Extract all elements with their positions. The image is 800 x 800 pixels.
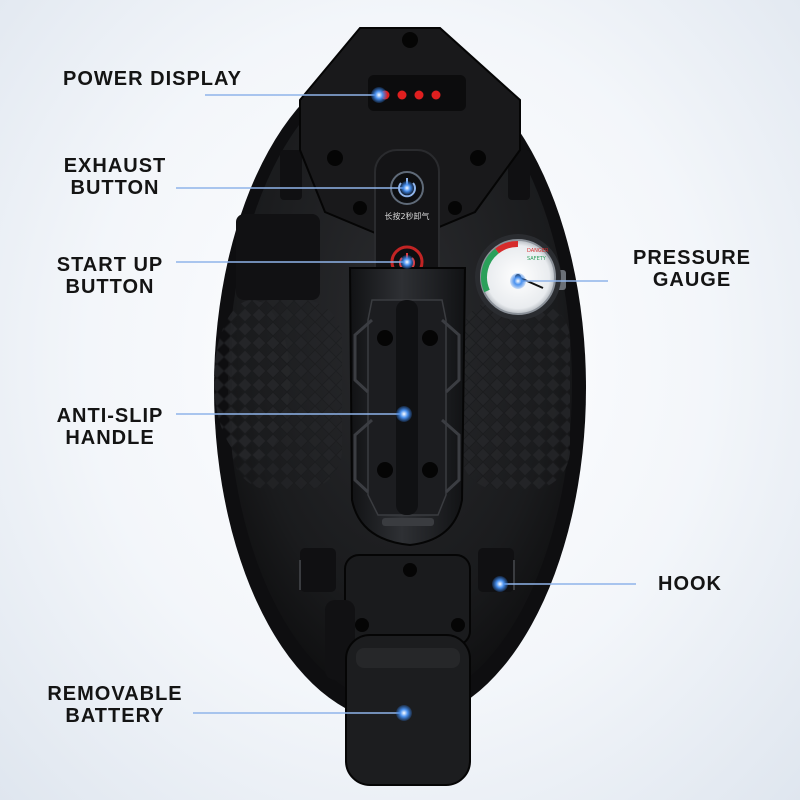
gauge-red-arc	[495, 241, 519, 254]
gauge-green-arc	[481, 248, 499, 293]
exhaust-button-label-line2: BUTTON	[70, 177, 160, 199]
button-caption: 长按2秒卸气	[384, 211, 429, 221]
anti-slip-handle-label-line1: ANTI-SLIP	[56, 405, 164, 427]
hook-label: HOOK	[640, 573, 740, 595]
exhaust-button-label: EXHAUST BUTTON	[40, 155, 190, 199]
pressure-gauge-label: PRESSURE GAUGE	[612, 247, 772, 291]
removable-battery-label-line1: REMOVABLE	[47, 683, 183, 705]
callout-dot-power	[371, 87, 387, 103]
hook-label-text: HOOK	[658, 573, 722, 595]
callout-dot-start	[400, 255, 414, 269]
start-up-button-label-line2: BUTTON	[65, 276, 155, 298]
callout-lines	[176, 94, 636, 714]
power-led-2	[397, 90, 407, 100]
callout-dot-gauge	[510, 273, 526, 289]
pressure-gauge-label-line2: GAUGE	[652, 269, 732, 291]
power-led-3	[414, 90, 424, 100]
removable-battery-label-line2: BATTERY	[65, 705, 165, 727]
callout-dot-battery	[396, 705, 412, 721]
hanging-hole	[402, 32, 418, 48]
anti-slip-handle-label: ANTI-SLIP HANDLE	[40, 405, 180, 449]
lower-block	[325, 554, 471, 680]
power-display-label-text: POWER DISPLAY	[63, 68, 242, 90]
anti-slip-handle-label-line2: HANDLE	[65, 427, 155, 449]
exhaust-button-label-line1: EXHAUST	[63, 155, 167, 177]
callout-dots	[371, 87, 526, 721]
gauge-danger-label: DANGER	[527, 248, 549, 254]
removable-battery-label: REMOVABLE BATTERY	[40, 683, 190, 727]
pressure-gauge-label-line1: PRESSURE	[632, 247, 752, 269]
side-pad-block	[236, 214, 320, 300]
power-display-label: POWER DISPLAY	[40, 68, 265, 90]
power-led-4	[431, 90, 441, 100]
gauge-safety-label: SAFETY	[527, 256, 547, 262]
anti-slip-handle	[348, 267, 467, 547]
start-up-button-label: START UP BUTTON	[40, 254, 180, 298]
callout-dot-hook	[492, 576, 508, 592]
start-up-button-label-line1: START UP	[56, 254, 164, 276]
power-icon	[398, 182, 416, 198]
callout-dot-handle	[396, 406, 412, 422]
callout-dot-exhaust	[400, 181, 414, 195]
top-housing	[299, 27, 521, 236]
